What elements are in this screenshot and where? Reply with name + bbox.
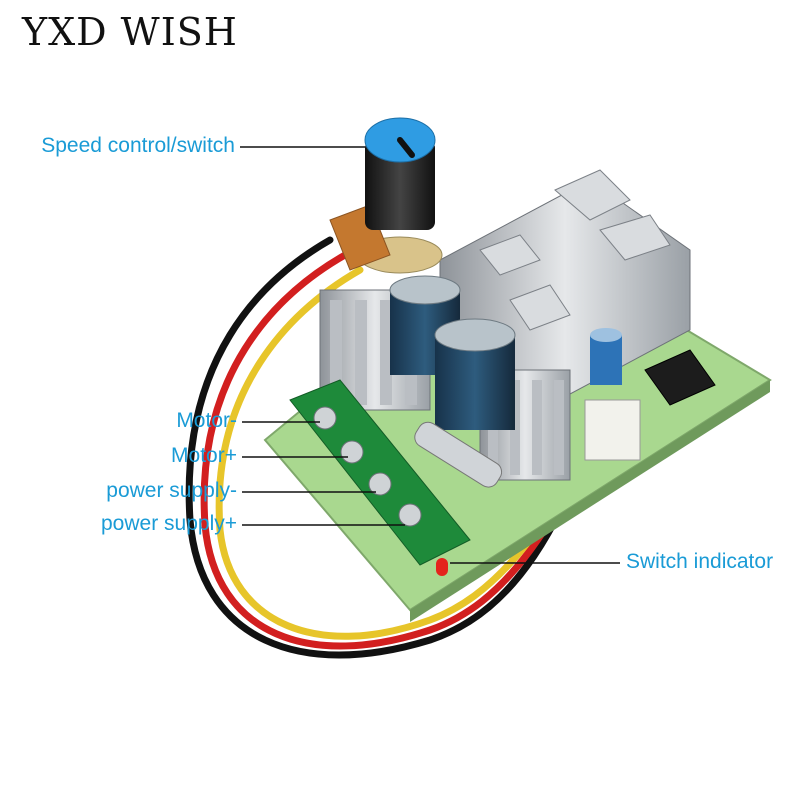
ic-chip — [644, 349, 716, 406]
label-switch-indicator: Switch indicator — [626, 550, 774, 573]
capacitor-2 — [434, 318, 516, 430]
label-power-supply-minus: power supply- — [106, 479, 237, 502]
label-speed-control: Speed control/switch — [41, 134, 235, 157]
wire-connector — [584, 399, 641, 461]
led-indicator — [436, 558, 448, 576]
label-power-supply-plus: power supply+ — [101, 512, 237, 535]
capacitor-small — [590, 328, 622, 385]
fuse — [414, 421, 503, 488]
potentiometer — [329, 204, 443, 274]
label-motor-plus: Motor+ — [171, 444, 237, 467]
speed-knob — [364, 117, 436, 230]
label-motor-minus: Motor- — [176, 409, 237, 432]
terminal-block — [289, 379, 471, 566]
brand-logo: YXD WISH — [22, 10, 238, 54]
callout-lines — [240, 146, 620, 564]
